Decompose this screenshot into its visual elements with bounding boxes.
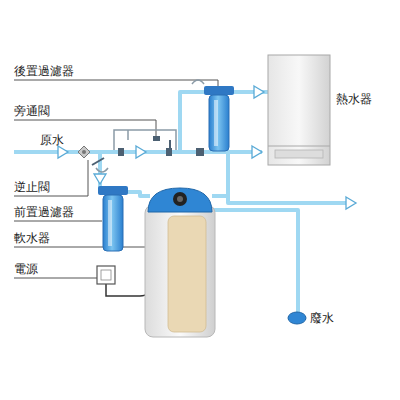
part-label: 電源 [14,262,38,276]
water-pipe [180,92,205,152]
water-pipe [212,210,298,312]
water-softener [145,188,215,337]
flow-arrow [136,146,146,158]
water-heater [268,146,330,147]
valve-symbol [96,168,108,172]
water-softener [148,188,212,212]
valve-symbol [196,148,204,156]
flow-arrow [254,86,264,98]
valve-symbol [192,80,204,84]
leader-line [14,120,156,136]
part-label: 前置過濾器 [14,205,74,219]
pre-filter [98,186,128,195]
valve-symbol [92,158,104,165]
part-label: 熱水器 [336,92,372,106]
pipe-label: 廢水 [310,311,334,325]
valve-symbol [78,146,90,158]
flow-arrow [94,174,106,184]
post-filter [204,86,234,95]
valve-symbol [78,80,204,172]
valve-symbol [166,148,172,156]
part-label: 後置過濾器 [14,64,74,78]
water-softener [177,196,183,202]
water-pipe [226,152,230,203]
leader-line [14,247,146,248]
post-filter [214,100,218,146]
pre-filter [103,195,123,251]
leader-line [14,80,218,86]
water-heater [268,55,330,165]
flow-arrow [346,197,356,209]
power-outlet [101,270,111,280]
water-softener [173,192,187,206]
water-softener [168,216,206,332]
water-pipe [126,192,150,196]
part-label: 軟水器 [14,231,50,245]
water-softener [145,205,215,337]
water-heater [268,55,330,165]
drain-outlet [288,312,306,324]
part-label: 旁通閥 [14,104,50,118]
leader-line [14,221,102,222]
drain-outlet [288,312,306,324]
flow-arrow [58,146,68,158]
power-outlet [97,266,115,284]
water-heater [275,150,323,158]
valve-symbol [82,150,86,154]
valve-symbol [118,148,124,156]
water-pipe [212,196,352,203]
flow-arrow [252,146,262,158]
power-outlet [97,266,150,296]
pre-filter [108,200,112,246]
leader-line [14,160,88,196]
pre-filter [98,186,128,251]
pipe-label: 原水 [40,133,64,147]
part-label: 逆止閥 [14,180,50,194]
post-filter [209,95,229,151]
bypass-pipe [127,130,129,140]
valve-symbol [153,136,160,141]
valve-symbol [169,140,171,148]
leader-line [14,278,98,279]
post-filter [204,86,234,151]
